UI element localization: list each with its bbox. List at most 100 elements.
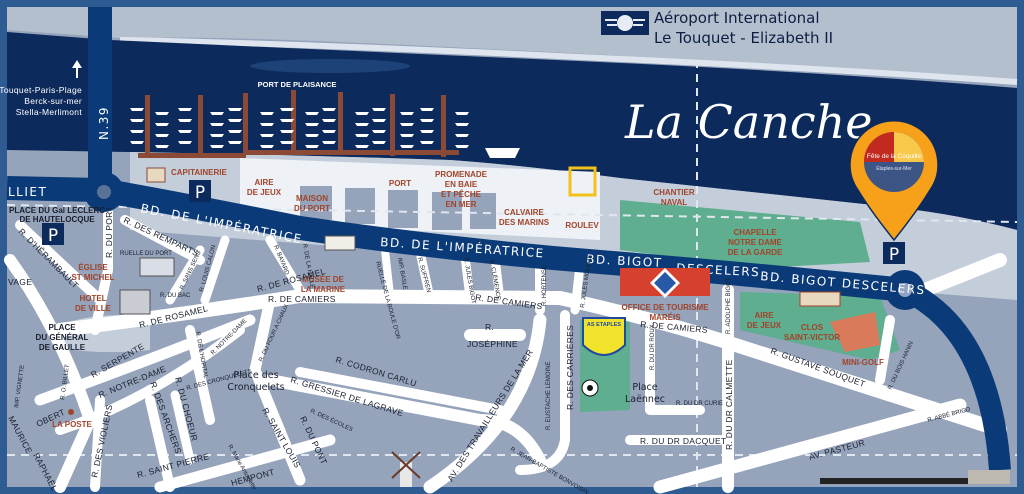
street-label: R. DU PORT	[104, 206, 114, 258]
street-label: R.	[485, 322, 494, 332]
river-name: La Canche	[624, 95, 872, 149]
roundabout-island	[97, 185, 111, 199]
boulevard-road	[6, 176, 907, 302]
boat-icon	[322, 108, 336, 111]
boat-icon	[355, 134, 369, 137]
clos-building-icon	[799, 291, 841, 307]
direction-destination: Stella-Merlimont	[16, 107, 83, 117]
boat-icon	[130, 141, 144, 144]
boat-icon	[455, 145, 469, 148]
boat-icon	[400, 112, 414, 115]
ruelle-du-port-label: RUELLE DU PORT	[120, 251, 172, 257]
boat-icon	[155, 112, 169, 115]
boat-icon	[280, 119, 294, 122]
poi-la-poste: LA POSTE	[52, 420, 92, 429]
street-label: R. DU DR CURIE	[676, 401, 723, 407]
la-canche-river	[7, 32, 1017, 230]
parking-icon: P	[48, 226, 58, 246]
boat-icon	[420, 130, 434, 133]
poi-capitainerie: CAPITAINERIE	[171, 168, 228, 177]
event-map-pin[interactable]: Fête de la Coquille Étaples-sur-Mer	[849, 120, 939, 242]
boats	[130, 108, 469, 148]
post-office-marker-icon	[68, 409, 74, 415]
boat-icon	[260, 134, 274, 137]
boat-icon	[455, 123, 469, 126]
airport-name-line2: Le Touquet - Elizabeth II	[654, 29, 833, 47]
boat-icon	[420, 141, 434, 144]
josephine-label: JOSÉPHINE	[467, 339, 518, 349]
poi-port: PORT	[389, 179, 411, 188]
street-label: R. DU DR CALMETTE	[724, 359, 734, 450]
boat-icon	[228, 108, 242, 111]
boat-icon	[280, 108, 294, 111]
port-de-plaisance-label: PORT DE PLAISANCE	[258, 80, 337, 89]
sandbank	[250, 59, 410, 73]
airport-logo-icon	[601, 11, 649, 35]
parking-sign[interactable]: P	[189, 180, 211, 203]
boat-icon	[280, 141, 294, 144]
boat-icon	[305, 112, 319, 115]
boat-icon	[322, 119, 336, 122]
boat-icon	[372, 141, 386, 144]
road-n39-label: N.39	[97, 106, 111, 140]
streets	[4, 207, 1007, 494]
boat-icon	[420, 119, 434, 122]
boat-icon	[322, 141, 336, 144]
boat-icon	[155, 145, 169, 148]
townhall-building-icon	[119, 289, 151, 315]
street-label: R. DE CAMIERS	[268, 294, 336, 304]
minigolf-area	[830, 312, 880, 352]
boat-icon	[178, 108, 192, 111]
boat-icon	[305, 134, 319, 137]
boulevard-curve	[900, 280, 1011, 471]
boulevard-label: BD. BIGOT	[586, 252, 663, 270]
boat-icon	[280, 130, 294, 133]
street-label: R. ADOLPHE BIGOT	[726, 277, 732, 334]
roundabout-island	[898, 283, 912, 297]
poi-roulev: ROULEV	[565, 221, 599, 230]
direction-destination: Berck-sur-mer	[24, 96, 82, 106]
street-label: VAGE	[8, 277, 32, 287]
boat-icon	[260, 123, 274, 126]
boat-icon	[130, 130, 144, 133]
boat-icon	[228, 130, 242, 133]
airport-land	[7, 7, 1017, 80]
boat-icon	[355, 145, 369, 148]
boat-icon	[210, 123, 224, 126]
street-label: R. DU BAC	[160, 293, 191, 299]
capitainerie-building-icon	[146, 167, 166, 183]
club-badge-text: AS ETAPLES	[587, 322, 621, 328]
street-label: IMP. VIGNETTE	[14, 365, 26, 409]
direction-destination: Touquet-Paris-Plage	[0, 85, 82, 95]
boat-icon	[400, 145, 414, 148]
boat-icon	[420, 108, 434, 111]
boat-icon	[178, 130, 192, 133]
port-blocks	[300, 186, 496, 230]
boat-icon	[210, 134, 224, 137]
street-label: IMP. BASLE	[396, 257, 408, 290]
boat-icon	[400, 134, 414, 137]
boat-icon	[178, 119, 192, 122]
parking-icon: P	[195, 183, 205, 203]
direction-arrow-icon	[72, 60, 82, 78]
airport-name: Aéroport International	[654, 9, 820, 27]
boat-icon	[355, 123, 369, 126]
boat-icon	[260, 145, 274, 148]
boat-icon	[155, 134, 169, 137]
parking-sign[interactable]: P	[883, 242, 905, 265]
tourist-info-icon	[650, 268, 680, 298]
boat-icon	[178, 141, 192, 144]
boat-icon	[372, 130, 386, 133]
street-label: R. HORTENSE	[542, 265, 548, 306]
parking-sign[interactable]: P	[42, 223, 64, 246]
boat-icon	[130, 119, 144, 122]
